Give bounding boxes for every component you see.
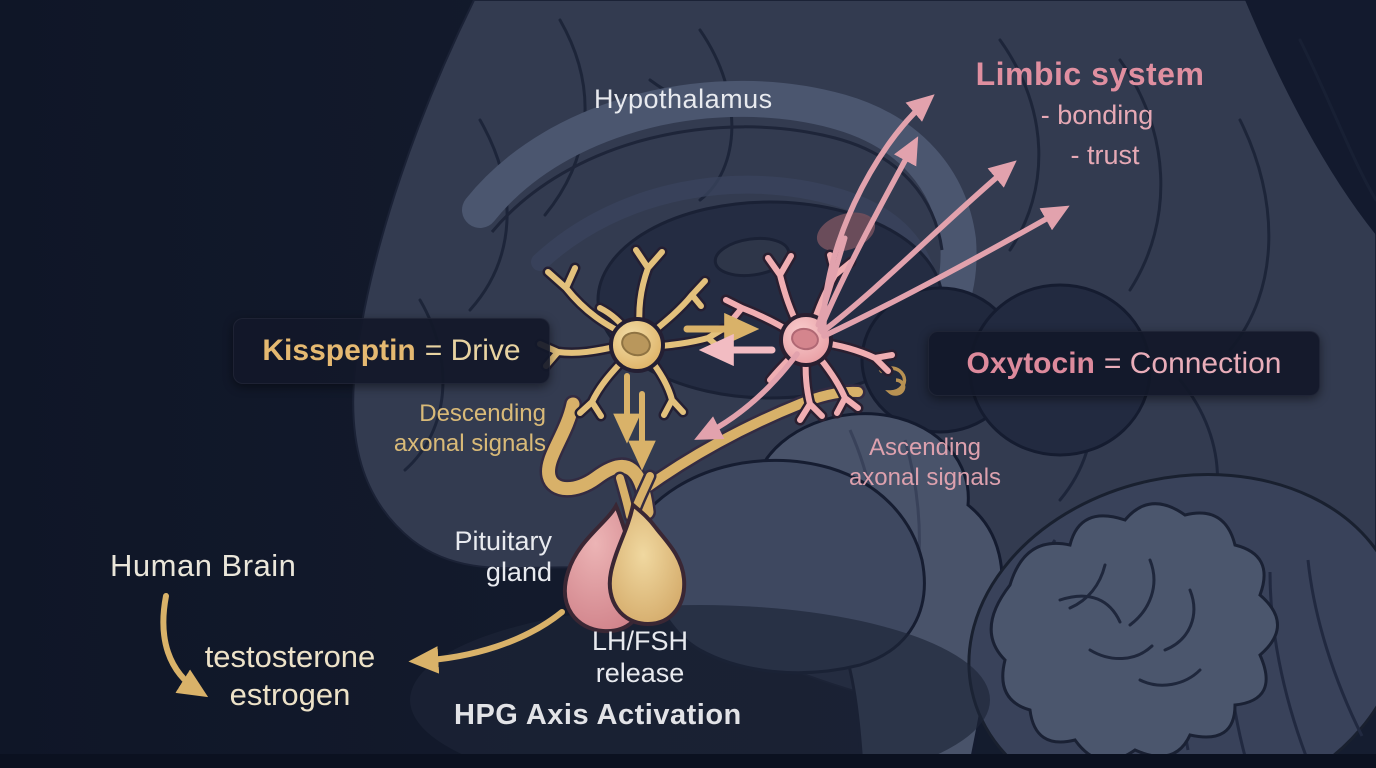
cerebellum-icon bbox=[967, 473, 1376, 768]
limbic-item-trust: - trust bbox=[1070, 140, 1140, 170]
kisspeptin-panel: Kisspeptin = Drive bbox=[233, 318, 550, 384]
testosterone-label: testosterone bbox=[204, 639, 376, 674]
hypothalamus-label: Hypothalamus bbox=[594, 84, 773, 114]
pink-descending-arrow bbox=[694, 351, 800, 440]
pituitary-gland-icon bbox=[562, 501, 687, 634]
hormones-label: testosterone estrogen bbox=[165, 638, 415, 714]
pituitary-gland-label: Pituitary gland bbox=[454, 526, 552, 587]
limbic-system-title: Limbic system bbox=[975, 56, 1205, 92]
oxytocin-term: Oxytocin bbox=[966, 346, 1095, 380]
gold-axon-ribbon bbox=[539, 384, 866, 523]
gold-curl-detail bbox=[878, 366, 907, 396]
oxytocin-neuron-icon bbox=[720, 249, 898, 426]
limbic-item-bonding: - bonding bbox=[1040, 100, 1154, 130]
lh-fsh-to-hormones-arrow bbox=[408, 609, 565, 674]
human-brain-label: Human Brain bbox=[110, 548, 297, 583]
lh-fsh-release-label: LH/FSH release bbox=[591, 626, 689, 688]
hpg-axis-title: HPG Axis Activation bbox=[454, 699, 742, 731]
oxytocin-definition: = Connection bbox=[1103, 346, 1282, 380]
human-brain-arrow bbox=[160, 593, 209, 698]
oxytocin-panel: Oxytocin = Connection bbox=[928, 331, 1320, 396]
bottom-dark-strip bbox=[0, 754, 1376, 768]
estrogen-label: estrogen bbox=[229, 677, 351, 712]
descending-signals-label: Descending axonal signals bbox=[393, 400, 546, 457]
kisspeptin-definition: = Drive bbox=[424, 334, 521, 367]
gold-signal-arrows bbox=[160, 312, 760, 698]
limbic-system-label-group: Limbic system - bonding - trust bbox=[950, 56, 1230, 171]
kisspeptin-term: Kisspeptin bbox=[262, 334, 416, 367]
ascending-signals-label: Ascending axonal signals bbox=[848, 434, 1002, 491]
pink-signal-arrows bbox=[694, 94, 1070, 440]
soft-haze bbox=[410, 605, 990, 768]
